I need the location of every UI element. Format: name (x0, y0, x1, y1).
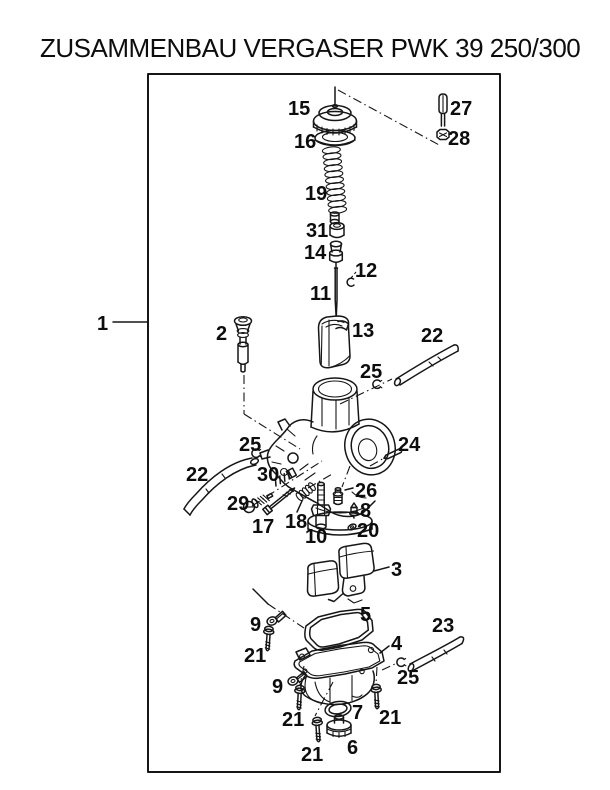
leader-9-axis (267, 603, 305, 629)
callout-6: 6 (347, 737, 358, 759)
part-23-overflow-tube (407, 636, 465, 673)
part-22-vent-tube-left (183, 457, 260, 516)
part-30-idle-adjuster (274, 467, 298, 487)
part-21-screw-c (311, 716, 325, 743)
callout-28: 28 (448, 128, 470, 150)
part-16-adjuster-ring (314, 129, 356, 147)
callout-30: 30 (257, 464, 279, 486)
callout-25-left: 25 (239, 434, 261, 456)
part-15-carb-top-cap (312, 86, 358, 136)
callout-21-a: 21 (244, 645, 266, 667)
part-12-needle-clip (346, 271, 357, 287)
callout-9-lower: 9 (272, 676, 283, 698)
leader-choke-to-body (243, 375, 301, 450)
callout-23: 23 (432, 615, 454, 637)
part-14-needle-holder (328, 240, 344, 263)
part-22-vent-tube-right (393, 344, 459, 387)
leader-26-axis (341, 465, 351, 488)
part-8-float-needle (349, 502, 359, 519)
callout-27: 27 (450, 98, 472, 120)
callout-21-d: 21 (379, 707, 401, 729)
leader-3 (373, 566, 390, 572)
part-10-needle-jet (310, 481, 332, 530)
callout-31: 31 (306, 220, 328, 242)
part-7-o-ring (324, 700, 352, 718)
part-2-choke-plunger (233, 315, 253, 373)
callout-7: 7 (352, 702, 363, 724)
callout-11: 11 (310, 283, 331, 305)
leader-26 (344, 487, 354, 491)
page-title: ZUSAMMENBAU VERGASER PWK 39 250/300 (40, 33, 581, 63)
part-carburetor-body (259, 377, 396, 536)
callout-12: 12 (355, 260, 377, 282)
leader-17-axis (307, 472, 335, 489)
part-26-pilot-jet (332, 486, 344, 506)
part-21-screw-b (293, 684, 306, 711)
callout-22-right: 22 (421, 325, 443, 347)
callout-24: 24 (398, 434, 421, 456)
part-25-clip-bowl (396, 657, 407, 668)
part-5-bowl-gasket (304, 608, 374, 652)
callout-17: 17 (252, 516, 274, 538)
leader-4 (379, 645, 390, 654)
callout-2: 2 (216, 323, 227, 345)
leader-21b-axis (299, 665, 305, 686)
callout-3: 3 (391, 559, 402, 581)
callout-18: 18 (285, 511, 307, 533)
leader-body-to-tube-right (339, 378, 393, 405)
callout-20: 20 (357, 520, 379, 542)
part-18-spring (295, 482, 316, 502)
part-9-cable-clamp-upper (264, 609, 289, 628)
callout-5: 5 (360, 604, 371, 626)
callout-9-upper: 9 (250, 614, 261, 636)
part-20-washer (347, 523, 357, 531)
leader-21c-axis (314, 681, 334, 717)
callout-8: 8 (360, 500, 371, 522)
callout-21-b: 21 (282, 709, 304, 731)
part-17-screw-long (262, 487, 296, 516)
callout-21-c: 21 (301, 744, 323, 766)
callout-19: 19 (305, 183, 327, 205)
leader-25-bowl (381, 662, 398, 671)
part-19-slide-spring (321, 146, 348, 225)
part-4-float-bowl (293, 641, 385, 706)
part-13-throttle-slide (317, 315, 351, 369)
part-11-jet-needle (333, 262, 339, 319)
part-21-screw-d (370, 683, 383, 710)
callout-4: 4 (391, 633, 403, 655)
leader-21d-axis (375, 666, 378, 685)
part-24-float-pin (369, 448, 403, 467)
callout-13: 13 (352, 320, 374, 342)
diagram-border (147, 73, 501, 773)
leader-29-axis (251, 460, 323, 507)
part-28-lock-nut (436, 128, 450, 141)
callout-22-left: 22 (186, 464, 208, 486)
callout-14: 14 (304, 242, 327, 264)
leader-18 (296, 500, 303, 513)
callout-10: 10 (305, 526, 327, 548)
part-6-drain-plug (326, 714, 352, 739)
callout-1: 1 (97, 313, 108, 335)
part-3-float-assembly (306, 542, 375, 604)
callout-16: 16 (294, 131, 316, 153)
callout-25-upper: 25 (360, 361, 382, 383)
callout-25-bowl: 25 (397, 667, 419, 689)
leader-cap-to-adjuster (337, 89, 442, 147)
leader-9-solid (252, 588, 269, 605)
callout-29: 29 (227, 493, 249, 515)
callout-15: 15 (288, 98, 310, 120)
callout-26: 26 (355, 480, 377, 502)
part-31-needle-retainer (329, 221, 345, 239)
part-27-cable-adjuster (438, 93, 448, 127)
